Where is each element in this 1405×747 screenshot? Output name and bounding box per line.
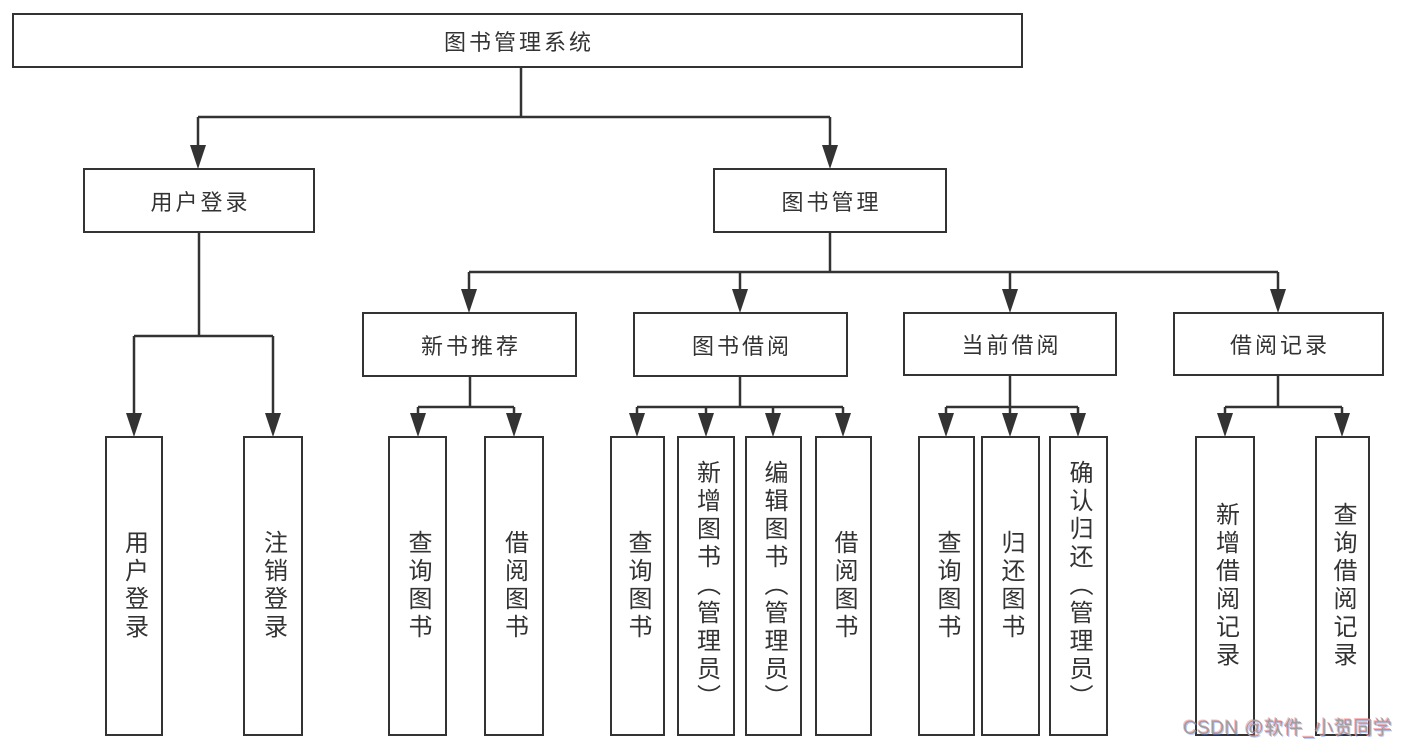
leaf-record-add: 新增借阅记录 [1195,436,1255,736]
arrowhead-cb-query [938,413,954,437]
arrowhead-nb-query [410,413,426,437]
leaf-bookborrow-edit: 编辑图书（管理员） [745,436,802,736]
connector-new-book [410,377,522,437]
connector-user-login-lines [132,233,275,418]
node-user-login: 用户登录 [83,168,315,233]
node-book-borrow-label: 图书借阅 [691,333,792,359]
arrowhead-user-login [190,145,206,169]
arrowhead-book-borrow [732,289,748,313]
arrowhead-login [126,413,142,437]
arrowhead-bb-add [698,413,714,437]
leaf-newbook-borrow: 借阅图书 [484,436,544,736]
arrowhead-br-add [1217,413,1233,437]
arrowhead-bb-query [629,413,645,437]
node-new-book: 新书推荐 [362,312,577,377]
node-new-book-label: 新书推荐 [420,333,521,359]
node-borrow-record: 借阅记录 [1173,312,1384,376]
leaf-newbook-query: 查询图书 [388,436,447,736]
node-system-root-label: 图书管理系统 [443,29,594,55]
arrowhead-nb-borrow [506,413,522,437]
node-current-borrow-label: 当前借阅 [961,333,1062,358]
leaf-current-confirm: 确认归还（管理员） [1049,436,1108,736]
arrowhead-bb-borrow [835,413,851,437]
arrowhead-cb-confirm [1070,413,1086,437]
connector-book-mgmt [461,233,1286,313]
connector-book-borrow [629,377,851,437]
arrowhead-cb-return [1002,413,1018,437]
leaf-record-query: 查询借阅记录 [1315,436,1370,736]
arrowhead-current-borrow [1002,289,1018,313]
leaf-bookborrow-query: 查询图书 [610,436,665,736]
connector-new-book-lines [416,377,516,418]
leaf-logout: 注销登录 [243,436,303,736]
leaf-user-login: 用户登录 [105,436,163,736]
connector-borrow-record-lines [1223,376,1344,418]
arrowhead-br-query [1334,413,1350,437]
csdn-watermark: CSDN @软件_小贺同学 [1183,718,1393,739]
arrowhead-logout [265,413,281,437]
connector-user-login [126,233,281,437]
leaf-bookborrow-add: 新增图书（管理员） [677,436,735,736]
connector-current-borrow [938,376,1086,437]
node-borrow-record-label: 借阅记录 [1229,333,1330,358]
node-book-mgmt: 图书管理 [713,168,947,233]
arrowhead-new-book [461,289,477,313]
node-user-login-label: 用户登录 [150,189,251,215]
connector-current-borrow-lines [944,376,1080,418]
arrowhead-borrow-record [1270,289,1286,313]
connector-book-mgmt-lines [467,233,1280,294]
leaf-current-query: 查询图书 [918,436,975,736]
leaf-current-return: 归还图书 [981,436,1040,736]
arrowhead-book-mgmt [822,145,838,169]
node-book-mgmt-label: 图书管理 [781,189,882,215]
connector-root-lines [196,68,832,150]
connector-root [190,68,838,169]
arrowhead-bb-edit [765,413,781,437]
leaf-bookborrow-borrow: 借阅图书 [815,436,872,736]
node-system-root: 图书管理系统 [12,13,1023,68]
connector-book-borrow-lines [635,377,845,418]
connector-borrow-record [1217,376,1350,437]
node-current-borrow: 当前借阅 [903,312,1117,376]
node-book-borrow: 图书借阅 [633,312,848,377]
